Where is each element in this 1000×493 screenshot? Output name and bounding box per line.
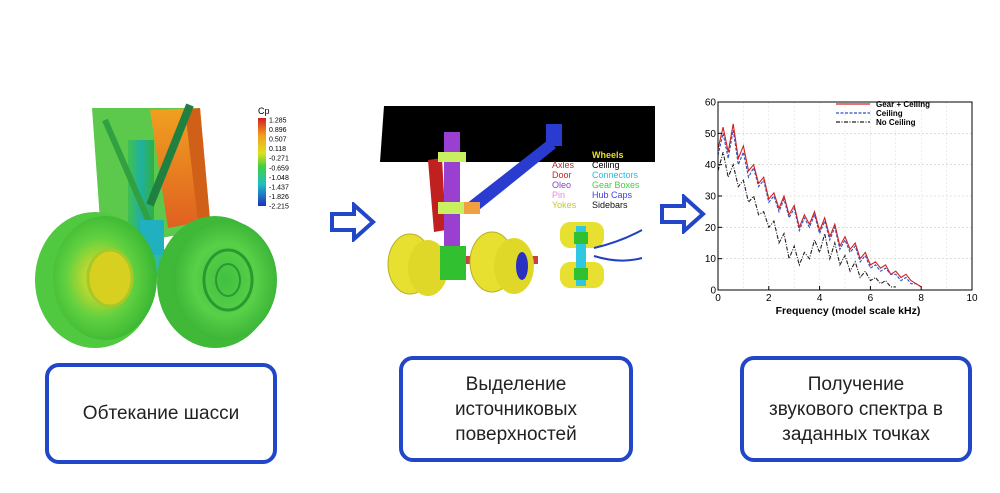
spectrum-chart: 0 2 4 6 8 10 60 50 40 30 20 10 0 Gear + CeilingCeili… <box>705 98 978 318</box>
colorbar-tick-label: 0.118 <box>269 146 286 153</box>
y-tick-label: 10 <box>705 254 717 265</box>
y-tick-label: 60 <box>705 98 717 109</box>
caption-sources-line-1: Выделение <box>465 373 567 395</box>
colorbar-tick-label: 0.507 <box>269 137 287 144</box>
x-axis-label: Frequency (model scale kHz) <box>776 305 921 317</box>
colorbar-tick-label: -1.826 <box>269 194 289 201</box>
legend-item: Connectors <box>592 170 639 180</box>
legend-label: Gear + Ceiling <box>876 100 930 109</box>
legend-item: Oleo <box>552 180 571 190</box>
colorbar-tick-label: -1.437 <box>269 184 289 191</box>
chart-axes: 0 2 4 6 8 10 60 50 40 30 20 10 0 <box>705 98 978 305</box>
colorbar-tick-label: -1.048 <box>269 175 289 182</box>
caption-spectrum-line-3: заданных точках <box>782 423 930 445</box>
caption-sources-line-3: поверхностей <box>455 423 577 445</box>
y-tick-label: 40 <box>705 160 717 171</box>
x-tick-label: 6 <box>868 293 874 304</box>
series-line <box>717 151 896 288</box>
legend-item: Axles <box>552 160 575 170</box>
series-line <box>717 130 922 288</box>
caption-box-flow: Обтекание шасси <box>45 363 277 464</box>
y-tick-label: 50 <box>705 129 717 140</box>
colorbar <box>258 118 266 206</box>
y-tick-label: 0 <box>710 286 716 297</box>
x-tick-label: 4 <box>817 293 823 304</box>
y-tick-label: 20 <box>705 223 717 234</box>
legend-label: No Ceiling <box>876 118 916 127</box>
arrow-right-icon <box>330 202 376 242</box>
colorbar-tick-label: -0.659 <box>269 165 289 172</box>
colorbar-tick-label: -0.271 <box>269 156 289 163</box>
caption-spectrum-line-1: Получение <box>807 373 905 395</box>
colorbar-tick-label: 0.896 <box>269 127 287 134</box>
legend-item: Sidebars <box>592 200 628 210</box>
colorbar-tick-label: -2.215 <box>269 204 289 211</box>
legend-item: Pin <box>552 190 565 200</box>
legend-item: Gear Boxes <box>592 180 640 190</box>
chart-lines <box>717 123 922 288</box>
x-tick-label: 10 <box>966 293 978 304</box>
arrow-right-icon <box>660 194 706 234</box>
x-tick-label: 2 <box>766 293 772 304</box>
colorbar-title: Cp <box>258 106 270 116</box>
legend-item: Wheels <box>592 150 624 160</box>
series-line <box>717 123 922 288</box>
caption-flow-text: Обтекание шасси <box>82 403 240 424</box>
x-tick-label: 8 <box>918 293 924 304</box>
legend-item: Ceiling <box>592 160 620 170</box>
caption-spectrum-line-2: звукового спектра в <box>769 398 943 420</box>
legend-item: Door <box>552 170 572 180</box>
caption-sources-line-2: источниковых <box>454 398 578 420</box>
caption-box-spectrum: Получение звукового спектра в заданных т… <box>740 356 972 462</box>
caption-box-sources: Выделение источниковых поверхностей <box>399 356 633 462</box>
legend-label: Ceiling <box>876 109 903 118</box>
legend-item: Yokes <box>552 200 577 210</box>
colorbar-tick-label: 1.285 <box>269 118 287 125</box>
legend-item: Hub Caps <box>592 190 633 200</box>
x-tick-label: 0 <box>715 293 721 304</box>
y-tick-label: 30 <box>705 192 717 203</box>
colorbar-ticks: 1.285 0.896 0.507 0.118 -0.271 -0.659 -1.048 -1… <box>269 118 289 211</box>
chart-grid <box>717 101 973 291</box>
cfd-surface-image: Cp 1.285 0.896 0.507 0.118 -0.271 -0.659 -1.04… <box>35 103 289 348</box>
